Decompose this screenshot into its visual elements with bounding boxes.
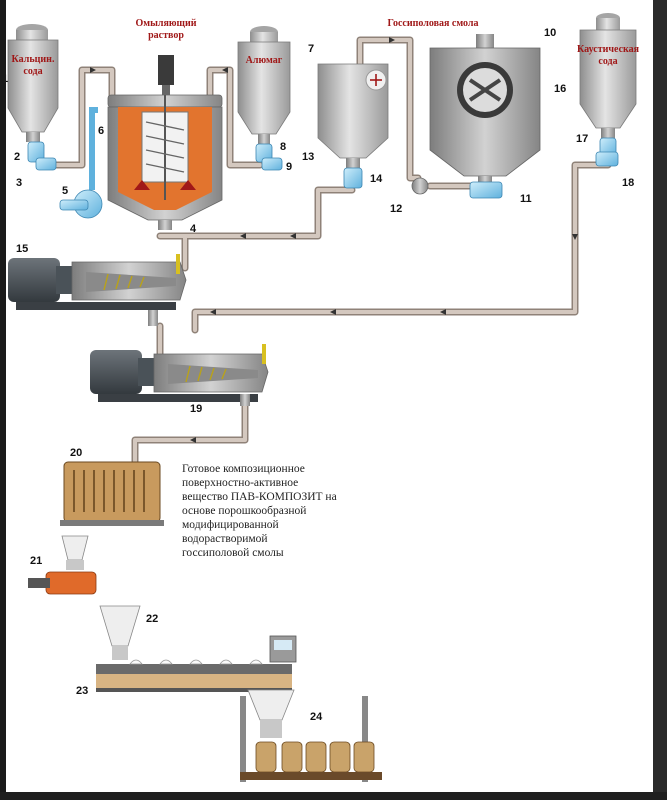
num-8: 8 — [280, 141, 286, 153]
num-15: 15 — [16, 243, 28, 255]
product-line-2: поверхностно-активное — [182, 477, 299, 489]
label-caustic-soda-1: Каустическая — [577, 44, 640, 55]
product-line-1: Готовое композиционное — [182, 463, 305, 475]
num-11: 11 — [520, 193, 532, 205]
feeder-2 — [27, 141, 57, 171]
num-4: 4 — [190, 223, 197, 235]
pump-12 — [411, 177, 429, 195]
product-line-5: модифицированной — [182, 519, 279, 531]
silo-calcined-soda: Кальцин. сода — [7, 24, 59, 142]
feeder-14 — [343, 167, 363, 189]
centrifuge-19 — [90, 344, 269, 406]
num-5: 5 — [62, 185, 68, 197]
hopper-13 — [317, 63, 389, 168]
equipment-numbers: 1 2 3 4 5 6 7 8 9 10 11 12 13 14 15 16 1… — [2, 27, 634, 723]
frame-bottom-border — [0, 792, 667, 800]
num-7: 7 — [308, 43, 314, 55]
num-23: 23 — [76, 685, 88, 697]
centrifuge-15 — [8, 254, 187, 326]
label-soap-solution-1: Омыляющий — [135, 18, 196, 29]
num-21: 21 — [30, 555, 42, 567]
num-20: 20 — [70, 447, 82, 459]
num-24: 24 — [310, 711, 323, 723]
pipe-network — [48, 36, 612, 466]
num-2: 2 — [14, 151, 20, 163]
product-line-6: водорастворимой — [182, 533, 268, 545]
num-16: 16 — [554, 83, 566, 95]
num-3: 3 — [16, 177, 22, 189]
tank-10-gossypol — [429, 34, 541, 184]
bagging-station-24 — [240, 689, 382, 782]
num-10: 10 — [544, 27, 556, 39]
product-description: Готовое композиционное поверхностно-акти… — [182, 462, 382, 560]
reactor-mixer: Омыляющий раствор — [107, 18, 223, 230]
frame-left-border — [0, 0, 6, 800]
pump-5 — [59, 107, 103, 219]
conveyor-23 — [96, 635, 297, 692]
label-gossypol-resin: Госсиполовая смола — [387, 18, 478, 29]
silo-alumag: Алюмаг — [237, 26, 291, 144]
num-17: 17 — [576, 133, 588, 145]
silo-caustic-soda: Каустическая сода — [577, 13, 640, 138]
num-13: 13 — [302, 151, 314, 163]
num-18: 18 — [622, 177, 634, 189]
dryer-20 — [60, 461, 164, 526]
num-14: 14 — [370, 173, 383, 185]
num-12: 12 — [390, 203, 402, 215]
num-9: 9 — [286, 161, 292, 173]
label-calcined-soda-2: сода — [23, 66, 42, 77]
label-alumag: Алюмаг — [246, 55, 283, 66]
grinder-21 — [28, 535, 97, 595]
label-calcined-soda-1: Кальцин. — [12, 54, 55, 65]
label-soap-solution-2: раствор — [148, 30, 184, 41]
product-line-7: госсиполовой смолы — [182, 547, 284, 559]
product-line-3: вещество ПАВ-КОМПОЗИТ на — [182, 491, 337, 503]
label-caustic-soda-2: сода — [598, 56, 617, 67]
product-line-4: основе порошкообразной — [182, 505, 307, 517]
num-22: 22 — [146, 613, 158, 625]
num-19: 19 — [190, 403, 202, 415]
frame-right-border — [653, 0, 667, 800]
num-6: 6 — [98, 125, 104, 137]
feeder-17 — [595, 137, 619, 167]
feeder-8 — [255, 143, 283, 171]
feeder-11 — [469, 181, 503, 199]
hopper-22 — [99, 605, 141, 660]
